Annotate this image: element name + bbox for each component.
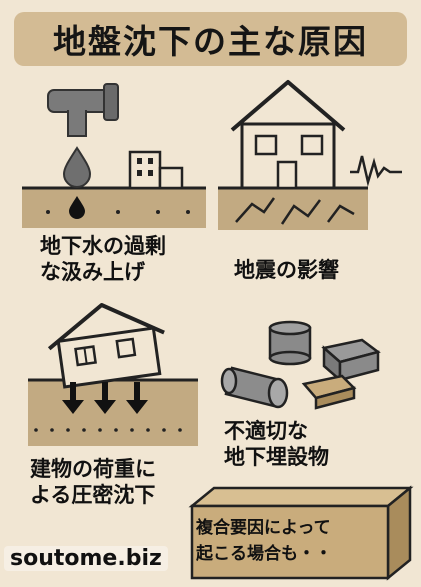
down-arrow-icon [62,382,148,414]
footer-site-url: soutome.biz [4,546,168,571]
building-icon [128,150,184,190]
soil-layer [22,188,206,228]
consolidation-illustration [28,303,198,446]
note-box [188,485,414,581]
water-drop-icon [62,146,92,188]
tilted-house-icon [47,303,165,389]
wood-slab-icon [301,374,357,410]
cause-label-consolidation: 建物の荷重に よる圧密沈下 [30,457,156,508]
title-banner: 地盤沈下の主な原因 [14,12,407,66]
earthquake-illustration [218,80,402,230]
seismic-wave-icon [350,155,402,187]
concrete-block-icon [321,338,381,383]
note-text: 複合要因によって 起こる場合も・・ [196,518,332,564]
cause-label-buried-objects: 不適切な 地下埋設物 [224,419,329,470]
crack-icon [235,197,355,225]
page-title: 地盤沈下の主な原因 [53,22,368,61]
log-icon [220,366,289,409]
house-icon [230,80,346,190]
buried-objects-illustration [220,320,381,410]
drum-icon [268,320,312,366]
faucet-icon [47,83,119,137]
cause-label-groundwater: 地下水の過剰 な汲み上げ [40,234,166,285]
groundwater-illustration [22,83,206,228]
ground-drop-icon [69,196,85,219]
soil-layer [28,380,198,446]
cause-label-earthquake: 地震の影響 [234,258,339,282]
